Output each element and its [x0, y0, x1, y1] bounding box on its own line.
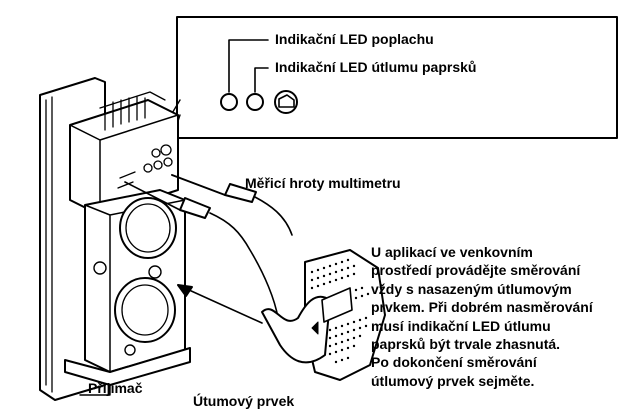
attenuator-element [261, 249, 386, 381]
receiver-body-top [69, 99, 179, 216]
instruction-line: musí indikační LED útlumu [371, 317, 551, 334]
connector-icon [274, 90, 298, 114]
alarm-led-icon [220, 93, 238, 111]
leader-line-alarm-led [228, 39, 269, 93]
terminal-pins [143, 144, 173, 173]
instruction-line: útlumový prvek sejměte. [371, 372, 535, 389]
instruction-line: prvkem. Při dobrém nasměrování [371, 299, 593, 316]
label-multimeter-probes: Měřicí hroty multimetru [245, 175, 401, 191]
instruction-line: Po dokončení směrování [371, 354, 537, 371]
label-receiver: Přijímač [88, 380, 143, 396]
insert-arrow [177, 284, 263, 324]
label-attenuation-led: Indikační LED útlumu paprsků [275, 59, 477, 75]
lens-upper [119, 197, 177, 259]
receiver-base [64, 347, 191, 386]
instruction-line: prostředí provádějte směrování [371, 262, 581, 279]
lens-lower [114, 277, 176, 343]
instruction-line: vždy s nasazeným útlumovým [371, 280, 572, 297]
multimeter-probes [124, 174, 293, 319]
instruction-line: U aplikací ve venkovním [371, 244, 533, 260]
label-alarm-led: Indikační LED poplachu [275, 31, 434, 47]
callout-box [176, 16, 618, 139]
instruction-line: paprsků být trvale zhasnutá. [371, 336, 561, 353]
label-attenuator: Útumový prvek [193, 393, 295, 409]
leader-line-attenuation-led [254, 67, 269, 93]
attenuation-led-icon [246, 93, 264, 111]
instruction-note: U aplikací ve venkovním prostředí provád… [371, 243, 593, 390]
heat-sink [99, 91, 166, 131]
